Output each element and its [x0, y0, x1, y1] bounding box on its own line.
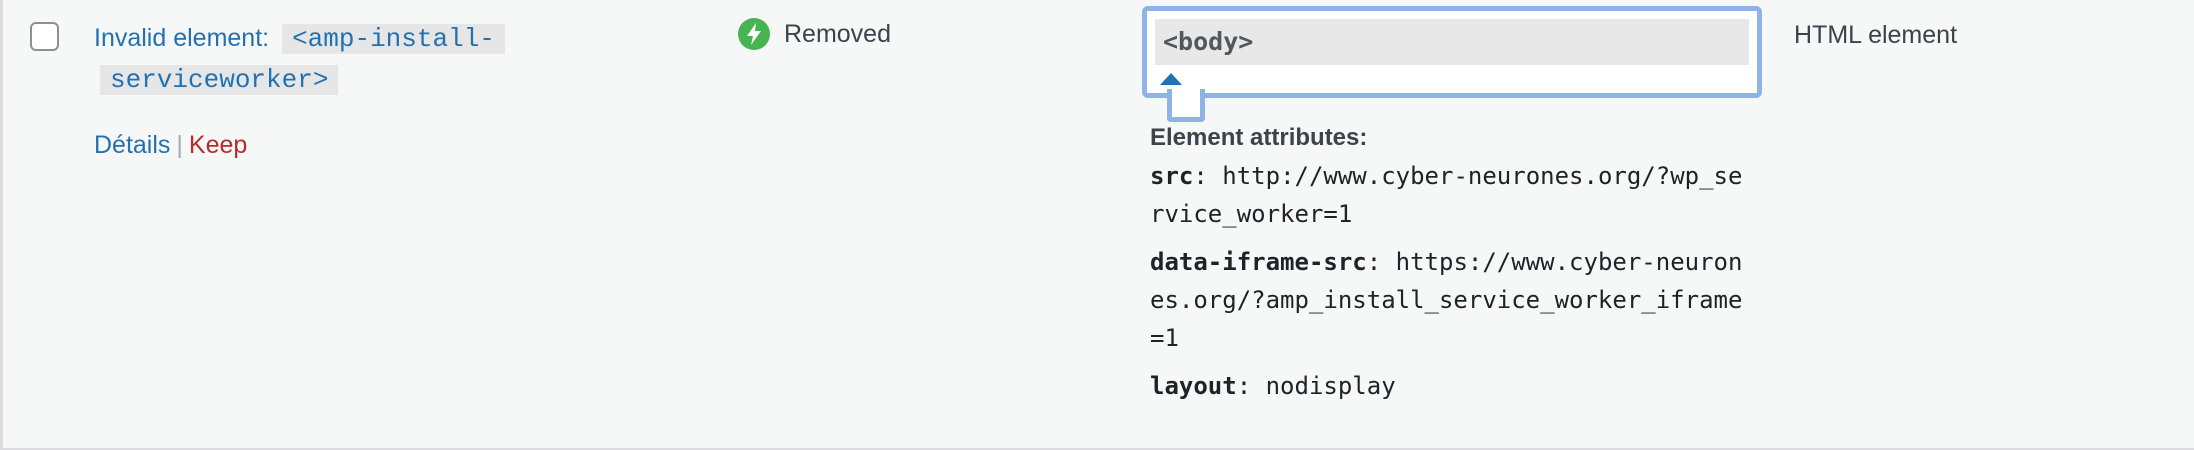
details-link[interactable]: Détails [94, 131, 171, 159]
attribute-name: src [1150, 162, 1194, 190]
expand-caret-icon[interactable] [1160, 73, 1182, 85]
action-separator: | [176, 131, 183, 159]
parent-node-code: <body> [1155, 19, 1749, 65]
attribute-item: src: http://www.cyber-neurones.org/?wp_s… [1150, 162, 1743, 228]
status-label: Removed [784, 19, 891, 48]
status-column: Removed [738, 18, 891, 50]
context-column: <body> [1142, 6, 1762, 122]
error-type: HTML element [1794, 21, 1958, 49]
error-prefix: Invalid element: [94, 24, 270, 52]
error-title-link[interactable]: Invalid element: <amp-install-servicewor… [94, 18, 634, 100]
keep-link[interactable]: Keep [188, 131, 248, 159]
attribute-value: nodisplay [1265, 372, 1396, 400]
attribute-item: data-iframe-src: https://www.cyber-neuro… [1150, 248, 1743, 352]
attribute-item: layout: nodisplay [1150, 372, 1396, 400]
attribute-value: http://www.cyber-neurones.org/?wp_servic… [1150, 162, 1743, 228]
attribute-value: https://www.cyber-neurones.org/?amp_inst… [1150, 248, 1743, 352]
attributes-heading: Element attributes: [1150, 124, 1368, 151]
attribute-name: layout [1150, 372, 1237, 400]
attribute-name: data-iframe-src [1150, 248, 1367, 276]
context-toggle-tab[interactable] [1167, 89, 1205, 122]
error-column: Invalid element: <amp-install-servicewor… [94, 18, 634, 162]
row-select-checkbox[interactable] [30, 22, 59, 51]
lightning-bolt-icon [738, 18, 770, 50]
row-actions: Détails|Keep [94, 128, 634, 162]
element-attributes: Element attributes: src: http://www.cybe… [1150, 119, 1770, 415]
node-context-box[interactable]: <body> [1142, 6, 1762, 98]
